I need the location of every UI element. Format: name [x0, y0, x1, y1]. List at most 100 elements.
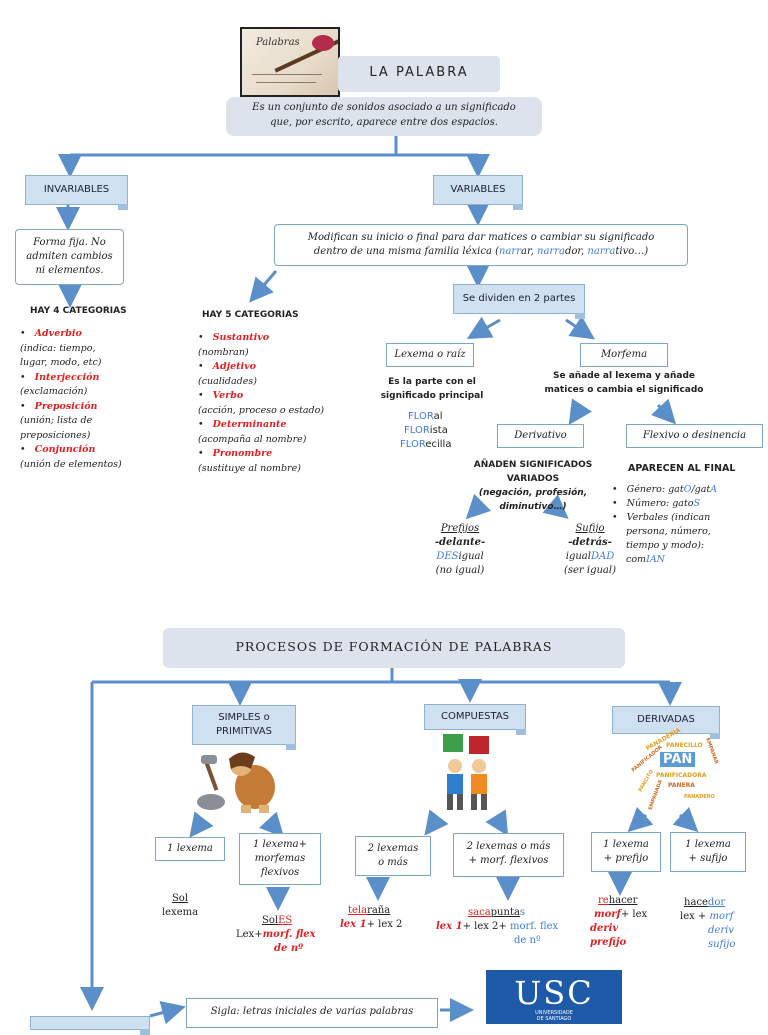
- example-word: FLORal: [408, 411, 443, 422]
- simples-box-1-label: 1 lexema: [167, 843, 213, 854]
- derivativo-heading: AÑADEN SIGNIFICADOS VARIADOS (negación, …: [473, 460, 593, 512]
- invariables-box-line: Forma fija. No: [33, 237, 106, 248]
- usc-logo: USC UNIVERSIDADE DE SANTIAGO: [486, 970, 622, 1024]
- derivadas-box-2-line: 1 lexema: [685, 839, 731, 850]
- list-item: • Verbo: [198, 390, 244, 401]
- caveman-icon: [197, 752, 275, 813]
- definition-line-2: que, por escrito, aparece entre dos espa…: [270, 117, 498, 128]
- flexivo-label: Flexivo o desinencia: [642, 430, 747, 441]
- palabras-illustration: Palabras: [240, 27, 340, 97]
- word-cloud: PANADERÍA PAN PANIFICADOR EMPANAR PANECI…: [626, 727, 720, 811]
- derivadas-label: DERIVADAS: [637, 714, 695, 725]
- list-item-desc: comIAN: [626, 554, 665, 565]
- compuestas-example-2: sacapuntas lex 1+ lex 2+ morf. flex de n…: [436, 907, 559, 946]
- word-cloud-word: PANIFICADORA: [656, 772, 707, 779]
- list-item-desc: (indica: tiempo,: [20, 342, 96, 354]
- lexema-label: Lexema o raíz: [394, 349, 466, 360]
- list-item-desc: tiempo y modo):: [626, 540, 705, 551]
- compuestas-box-2-line: 2 lexemas o más: [466, 841, 551, 852]
- variables-list: • Sustantivo (nombran) • Adjetivo (cuali…: [198, 331, 324, 476]
- lexema-examples: FLORal FLORista FLORecilla: [400, 410, 451, 452]
- morfema-desc: Se añade al lexema y añade matices o cam…: [544, 371, 704, 395]
- variables-box-line: Modifican su inicio o final para dar mat…: [307, 232, 655, 243]
- compuestas-box-1-line: o más: [378, 857, 408, 868]
- sufijo-block: Sufijo -detrás- igualDAD (ser igual): [563, 523, 616, 576]
- puzzle-illustration: [435, 732, 499, 812]
- invariables-list: • Adverbio (indica: tiempo, lugar, modo,…: [20, 327, 122, 472]
- list-item: • Interjección: [20, 371, 100, 383]
- word-cloud-word: PANECILLO: [666, 742, 703, 749]
- flower-icon: [312, 35, 334, 51]
- invariables-box-line: admiten cambios: [26, 251, 113, 262]
- palabras-caption: Palabras: [256, 37, 300, 48]
- definition-panel: Es un conjunto de sonidos asociado a un …: [226, 97, 542, 136]
- simples-box-2-line: 1 lexema+: [252, 839, 308, 850]
- compuestas-banner: COMPUESTAS: [424, 704, 526, 735]
- sigla-text: Sigla: letras iniciales de varias palabr…: [210, 1006, 414, 1017]
- lexema-box: Lexema o raíz: [386, 343, 474, 367]
- compuestas-example-1: telaraña lex 1+ lex 2: [340, 905, 403, 930]
- simples-example-1: Sol lexema: [161, 893, 199, 918]
- word-cloud-word: EMPANADA: [647, 779, 664, 811]
- flexivo-list: • Género: gatO/gatA • Número: gatoS • Ve…: [612, 483, 717, 567]
- derivadas-box-1-line: 1 lexema: [603, 839, 649, 850]
- simples-box-2: 1 lexema+ morfemas flexivos: [239, 833, 321, 885]
- word-cloud-word: PANADERO: [684, 794, 715, 800]
- derivativo-box: Derivativo: [497, 424, 584, 448]
- invariables-heading: HAY 4 CATEGORIAS: [30, 306, 127, 316]
- example-word: FLORista: [404, 425, 448, 436]
- derivadas-box-1: 1 lexema + prefijo: [591, 832, 661, 872]
- morfema-box: Morfema: [580, 343, 668, 367]
- simples-label: PRIMITIVAS: [216, 726, 272, 737]
- title-panel: LA PALABRA: [338, 56, 500, 92]
- page-title: LA PALABRA: [369, 65, 469, 80]
- list-item-desc: (cualidades): [198, 375, 257, 387]
- variables-box-line: dentro de una misma familia léxica (narr…: [313, 246, 649, 257]
- definition-line-1: Es un conjunto de sonidos asociado a un …: [252, 102, 516, 113]
- derivadas-example-1: rehacer morf+ lex deriv prefijo: [590, 895, 648, 948]
- list-item-desc: persona, número,: [626, 526, 711, 537]
- list-item: • Pronombre: [198, 448, 273, 459]
- list-item: • Número: gatoS: [612, 498, 701, 509]
- caveman-illustration: [193, 747, 288, 815]
- split-label: Se dividen en 2 partes: [462, 293, 576, 304]
- list-item: • Conjunción: [20, 444, 96, 455]
- morfema-label: Morfema: [600, 349, 648, 360]
- compuestas-box-1-line: 2 lexemas: [367, 843, 419, 854]
- procesos-title-panel: PROCESOS DE FORMACIÓN DE PALABRAS: [163, 628, 625, 668]
- list-item-desc: preposiciones): [20, 429, 91, 441]
- list-item: • Sustantivo: [198, 332, 270, 343]
- list-item-desc: (sustituye al nombre): [198, 462, 301, 474]
- variables-banner: VARIABLES: [433, 175, 523, 210]
- compuestas-box-2: 2 lexemas o más + morf. flexivos: [453, 833, 564, 877]
- derivadas-box-2-line: + sufijo: [688, 853, 728, 864]
- list-item-desc: (acompaña al nombre): [198, 433, 307, 445]
- variables-box: Modifican su inicio o final para dar mat…: [274, 224, 688, 266]
- simples-example-2: SolES Lex+morf. flex de nº: [236, 915, 316, 954]
- flexivo-heading: APARECEN AL FINAL: [628, 463, 736, 474]
- sigla-banner: [30, 1016, 150, 1035]
- usc-logo-sub: DE SANTIAGO: [536, 1016, 572, 1022]
- list-item-desc: (nombran): [198, 346, 249, 358]
- simples-box-2-line: flexivos: [260, 867, 300, 878]
- derivadas-box-2: 1 lexema + sufijo: [670, 832, 746, 872]
- word-cloud-word: PANCITO: [637, 768, 655, 794]
- compuestas-box-1: 2 lexemas o más: [355, 836, 431, 876]
- simples-box-2-line: morfemas: [254, 853, 306, 864]
- compuestas-box-2-line: + morf. flexivos: [468, 855, 549, 866]
- word-cloud-word: PAN: [660, 752, 696, 767]
- invariables-box-line: ni elementos.: [35, 265, 104, 276]
- list-item-desc: lugar, modo, etc): [20, 357, 102, 368]
- word-cloud-word: EMPANAR: [704, 737, 720, 765]
- word-cloud-word: PANERA: [668, 782, 695, 789]
- usc-logo-sub: UNIVERSIDADE: [535, 1010, 573, 1016]
- split-banner: Se dividen en 2 partes: [453, 284, 585, 319]
- example-word: FLORecilla: [400, 439, 452, 450]
- puzzle-people-icon: [443, 734, 489, 810]
- variables-label: VARIABLES: [450, 184, 506, 195]
- list-item: • Género: gatO/gatA: [612, 484, 718, 495]
- list-item: • Adjetivo: [198, 361, 257, 372]
- prefijos-block: Prefijos -delante- DESigual (no igual): [434, 523, 486, 576]
- derivadas-box-1-line: + prefijo: [603, 853, 649, 864]
- list-item: • Determinante: [198, 419, 287, 430]
